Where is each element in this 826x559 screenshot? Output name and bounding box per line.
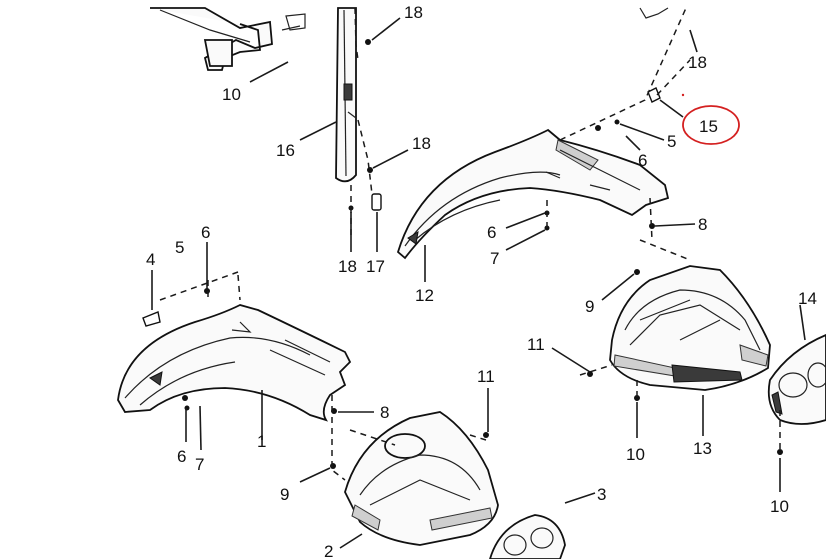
callout-7: 7 [490, 249, 499, 268]
highlight-circle [682, 105, 740, 145]
callout-5: 5 [667, 132, 676, 151]
bolt-part-4 [142, 311, 161, 327]
callout-5: 5 [175, 238, 184, 257]
callout-13: 13 [693, 439, 712, 458]
top-left-bracket-part [150, 7, 306, 71]
cover-part-2 [344, 411, 499, 546]
callout-18: 18 [688, 53, 707, 72]
post-part-16 [335, 7, 357, 183]
callout-17: 17 [366, 257, 385, 276]
callout-labels: 18 10 16 18 18 17 18 15 5 6 6 7 8 12 4 5… [146, 3, 817, 559]
leader-lines [151, 17, 806, 549]
callout-15: 15 [699, 117, 718, 136]
callout-6: 6 [177, 447, 186, 466]
left-fender-part-1 [117, 304, 352, 422]
callout-4: 4 [146, 250, 155, 269]
cover-part-13 [609, 265, 771, 391]
callout-6: 6 [487, 223, 496, 242]
callout-10: 10 [222, 85, 241, 104]
callout-1: 1 [257, 432, 266, 451]
callout-7: 7 [195, 455, 204, 474]
callout-6: 6 [638, 151, 647, 170]
callout-6: 6 [201, 223, 210, 242]
upper-fender-part-12 [396, 128, 670, 260]
hardware-dots [182, 39, 783, 469]
clip-part-15 [647, 87, 661, 103]
pin-part-17 [371, 193, 382, 211]
callout-3: 3 [597, 485, 606, 504]
callout-8: 8 [698, 215, 707, 234]
callout-2: 2 [324, 542, 333, 559]
headlight-part-14 [767, 334, 826, 425]
top-right-clip [639, 7, 669, 19]
red-dot [681, 93, 685, 97]
callout-10: 10 [626, 445, 645, 464]
callout-18: 18 [338, 257, 357, 276]
callout-12: 12 [415, 286, 434, 305]
callout-9: 9 [280, 485, 289, 504]
callout-11: 11 [527, 335, 545, 354]
callout-10: 10 [770, 497, 789, 516]
headlight-part-3 [489, 514, 566, 559]
callout-18: 18 [412, 134, 431, 153]
dashed-centerlines [159, 7, 781, 481]
callout-11: 11 [477, 367, 495, 386]
callout-16: 16 [276, 141, 295, 160]
callout-8: 8 [380, 403, 389, 422]
callout-9: 9 [585, 297, 594, 316]
callout-18: 18 [404, 3, 423, 22]
callout-14: 14 [798, 289, 817, 308]
